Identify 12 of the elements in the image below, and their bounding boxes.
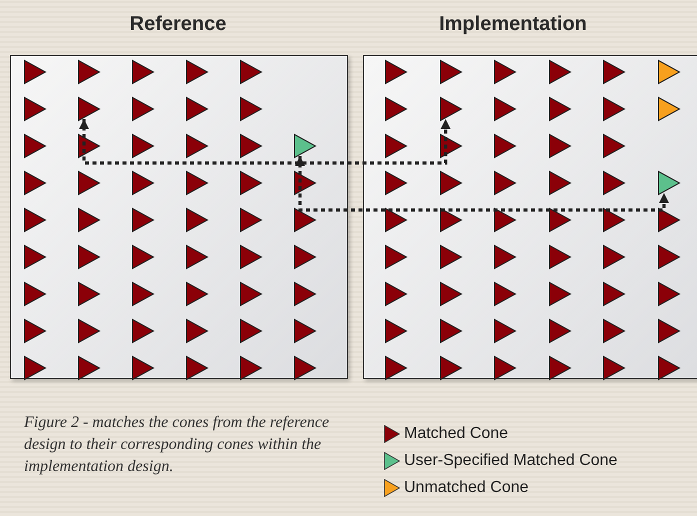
panel-heading: Implementation [438, 13, 588, 36]
cone-icon [440, 97, 462, 121]
cone-icon [78, 97, 100, 121]
cone-icon [658, 171, 680, 195]
panel-heading: Reference [128, 13, 228, 36]
cone-icon [294, 134, 316, 158]
legend-label: User-Specified Matched Cone [404, 452, 618, 470]
dashed-arrow [294, 156, 670, 212]
legend-label: Unmatched Cone [404, 478, 529, 496]
figure-caption: Figure 2 - matches the cones from the reference design to their corresponding cones within the implementation design. [24, 413, 330, 477]
legend-label: Matched Cone [404, 424, 508, 442]
dashed-arrow [78, 119, 451, 165]
